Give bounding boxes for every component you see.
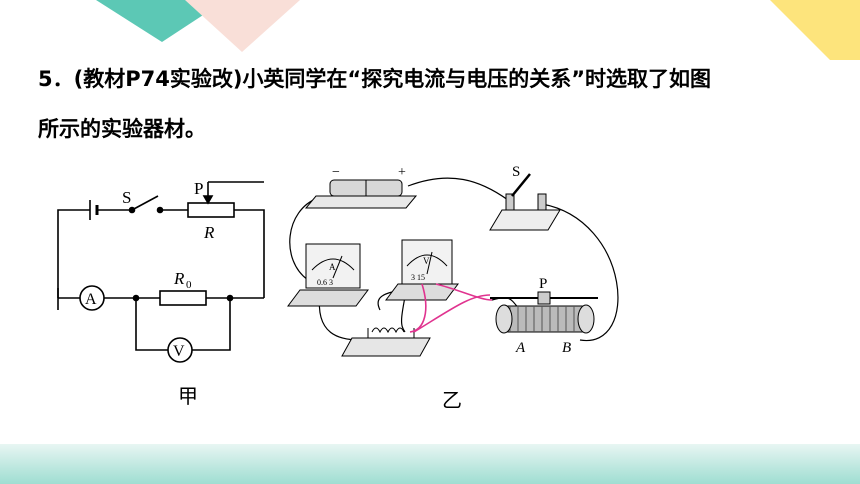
battery (304, 179, 418, 209)
resistor-subscript: 0 (186, 279, 192, 291)
caption-jia: 甲 (178, 384, 198, 408)
question-line1: 小英同学在“探究电流与电压的关系”时选取了如图 (242, 67, 712, 91)
switch-label: S (122, 188, 131, 207)
battery-plus: + (398, 165, 406, 180)
voltmeter-scale: 3 15 (411, 273, 425, 282)
voltmeter-symbol: V (173, 343, 185, 360)
voltmeter-letter: V (423, 256, 430, 266)
question-number: 5． (38, 67, 74, 91)
battery-minus: − (332, 165, 340, 180)
ammeter-letter: A (329, 262, 336, 272)
ammeter-scale: 0.6 3 (317, 278, 333, 287)
rheostat-slider-label: P (539, 276, 547, 292)
slider-label: P (194, 179, 203, 198)
header-decoration (96, 0, 860, 60)
question-text: 5．(教材P74实验改)小英同学在“探究电流与电压的关系”时选取了如图 所示的实… (38, 54, 828, 154)
slide-rheostat (490, 291, 598, 334)
question-source: (教材P74实验改) (73, 67, 243, 91)
switch-label-yi: S (512, 164, 520, 180)
question-line2: 所示的实验器材。 (38, 117, 206, 141)
circuit-diagram-jia: S P R R 0 A V (57, 179, 265, 363)
rheostat-label: R (203, 223, 215, 242)
footer-band (0, 444, 860, 484)
apparatus-diagram-yi: − + S A 0.6 3 V 3 15 P (287, 164, 619, 357)
voltmeter-device (385, 239, 459, 301)
resistor-label: R (173, 269, 185, 288)
terminal-a-label: A (515, 340, 526, 356)
terminal-b-label: B (562, 340, 571, 356)
ammeter-symbol: A (85, 291, 97, 308)
fixed-resistor-board (341, 327, 431, 357)
ammeter-device (287, 243, 369, 307)
knife-switch (489, 173, 561, 231)
caption-yi: 乙 (442, 388, 462, 412)
